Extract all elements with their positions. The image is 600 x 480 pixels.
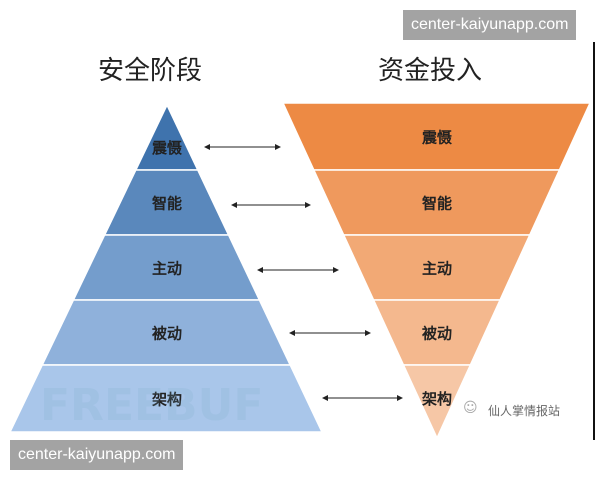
source-mark: 仙人掌情报站 xyxy=(488,404,561,418)
funnel-level-5 xyxy=(402,364,472,440)
watermark-bottom: center-kaiyunapp.com xyxy=(10,440,184,470)
funnel-label: 主动 xyxy=(422,260,452,278)
pyramid-label: 主动 xyxy=(152,260,182,278)
pyramid-level-1 xyxy=(134,103,199,171)
funnel-label: 震慑 xyxy=(422,129,452,147)
pyramid-label: 震慑 xyxy=(152,139,182,157)
left-title: 安全阶段 xyxy=(98,56,203,86)
pyramid-level-5 xyxy=(8,364,324,433)
funnel-label: 架构 xyxy=(421,390,452,408)
faint-watermark: FREEBUF xyxy=(40,380,264,431)
pyramid-label: 被动 xyxy=(152,325,182,343)
funnel-label: 被动 xyxy=(422,325,452,343)
wechat-icon: ☺ xyxy=(463,400,478,416)
watermark-top: center-kaiyunapp.com xyxy=(403,10,577,40)
right-border xyxy=(593,42,595,440)
right-title: 资金投入 xyxy=(378,56,483,86)
funnel-label: 智能 xyxy=(422,195,452,213)
pyramid-label: 智能 xyxy=(152,195,182,213)
pyramid-label: 架构 xyxy=(151,391,182,409)
